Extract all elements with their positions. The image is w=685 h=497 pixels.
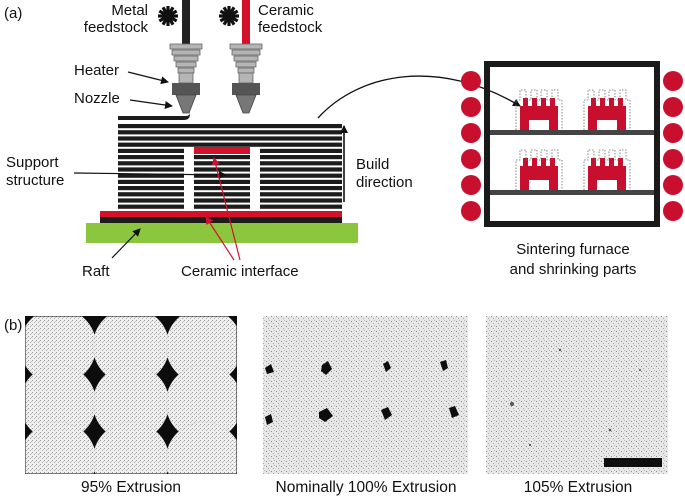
- printed-layer: [118, 155, 342, 160]
- caption-100: Nominally 100% Extrusion: [276, 479, 457, 496]
- build-label-1: Build: [356, 156, 389, 173]
- support-arrow: [73, 170, 227, 179]
- support-gap-left: [184, 147, 194, 210]
- nozzle-label: Nozzle: [74, 90, 120, 107]
- printed-layer: [118, 186, 342, 191]
- printed-layer: [118, 173, 342, 178]
- raft-arrow: [111, 228, 141, 259]
- printed-layer: [118, 124, 342, 129]
- ceramic-feedstock-label-2: feedstock: [258, 19, 323, 36]
- furnace-label-1: Sintering furnace: [516, 241, 629, 258]
- printed-layer: [118, 198, 342, 203]
- deposited-layer: [118, 112, 190, 120]
- mask-bottom-1: [0, 474, 260, 497]
- printed-layer: [118, 167, 342, 172]
- metal-feedstock-label-2: feedstock: [84, 19, 149, 36]
- metal-heater: [169, 43, 203, 84]
- furnace-part-2: [583, 89, 631, 131]
- printed-layer: [118, 130, 342, 135]
- panel-b-tag-overlay: (b): [4, 317, 22, 334]
- ceramic-feedstock: [219, 0, 250, 44]
- heating-elements-right: [663, 71, 683, 221]
- printed-layers: [118, 124, 342, 209]
- mask-right-1: [237, 300, 263, 474]
- metal-filament: [182, 0, 190, 44]
- ceramic-feedstock-label-1: Ceramic: [258, 2, 314, 19]
- mask-top-1: [25, 296, 237, 316]
- build-label-2: direction: [356, 174, 413, 191]
- support-label-1: Support: [6, 154, 59, 171]
- ceramic-interface-label: Ceramic interface: [181, 263, 299, 280]
- micrograph-100: [263, 316, 468, 474]
- micrograph-105: [486, 316, 668, 474]
- caption-95: 95% Extrusion: [81, 479, 181, 496]
- support-label-2: structure: [6, 172, 64, 189]
- furnace-part-1: [515, 89, 563, 131]
- interface-arrow-top: [211, 157, 241, 261]
- furnace-part-4: [583, 149, 631, 191]
- mask-left-1: [0, 300, 25, 474]
- printed-layer: [118, 179, 342, 184]
- printed-layer: [118, 142, 342, 147]
- raft: [86, 223, 358, 243]
- caption-105: 105% Extrusion: [524, 479, 633, 496]
- ceramic-gear-icon: [219, 6, 239, 26]
- sintering-furnace: [461, 61, 683, 227]
- raft-label: Raft: [82, 263, 110, 280]
- furnace-part-3: [515, 149, 563, 191]
- ceramic-interface-raft: [100, 211, 342, 217]
- transfer-arrow: [317, 75, 521, 119]
- heater-label: Heater: [74, 62, 119, 79]
- metal-gear-icon: [158, 6, 178, 26]
- printed-layer: [118, 136, 342, 141]
- scale-bar: [604, 458, 662, 467]
- interface-arrow-raft: [205, 216, 235, 261]
- metal-nozzle: [172, 83, 200, 114]
- furnace-label-2: and shrinking parts: [510, 261, 637, 278]
- heating-elements-left: [461, 71, 481, 221]
- support-gap-right: [250, 147, 260, 210]
- printed-layer: [118, 161, 342, 166]
- metal-feedstock: [158, 0, 190, 44]
- ceramic-heater: [229, 43, 263, 84]
- ceramic-filament: [242, 0, 250, 44]
- raft-metal-layer: [100, 217, 342, 223]
- micrograph-95: [19, 307, 243, 497]
- nozzle-arrow: [129, 99, 173, 109]
- printed-layer: [118, 192, 342, 197]
- heater-arrow: [127, 71, 169, 85]
- ceramic-nozzle: [232, 83, 260, 114]
- metal-feedstock-label-1: Metal: [111, 2, 148, 19]
- ceramic-interface-top: [194, 147, 250, 154]
- panel-a-tag: (a): [4, 5, 22, 22]
- printed-layer: [118, 204, 342, 209]
